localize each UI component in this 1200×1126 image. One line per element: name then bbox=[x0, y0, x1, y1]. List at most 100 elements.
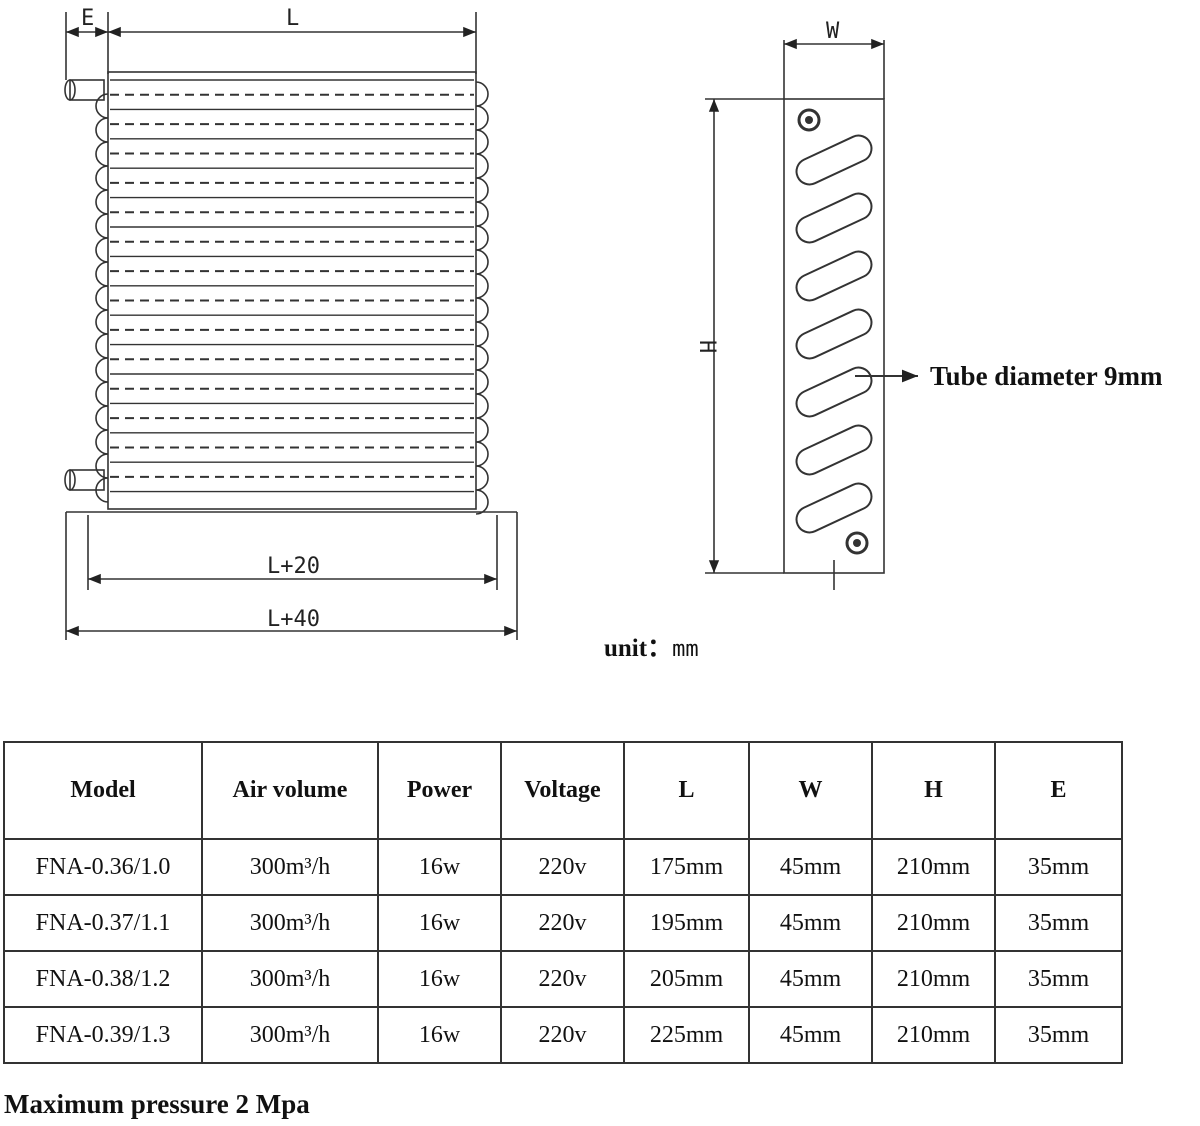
outlet-pipe-icon bbox=[64, 469, 105, 491]
tube-bend-left bbox=[95, 453, 109, 479]
tube-slot bbox=[795, 134, 873, 186]
table-cell: 225mm bbox=[623, 1006, 750, 1064]
tube-bend-right bbox=[475, 81, 489, 107]
table-cell: FNA-0.39/1.3 bbox=[3, 1006, 203, 1064]
table-cell: 16w bbox=[377, 894, 502, 952]
table-cell: 205mm bbox=[623, 950, 750, 1008]
tube-slot bbox=[795, 424, 873, 476]
table-cell: FNA-0.37/1.1 bbox=[3, 894, 203, 952]
tube-bend-right bbox=[475, 489, 489, 515]
front-view bbox=[64, 12, 518, 640]
tube-slot bbox=[795, 308, 873, 360]
tube-bend-left bbox=[95, 381, 109, 407]
dim-label-l: L bbox=[286, 6, 299, 31]
table-cell: 300m³/h bbox=[201, 838, 379, 896]
tube-bend-left bbox=[95, 429, 109, 455]
dim-label-l-plus-40: L+40 bbox=[267, 607, 320, 632]
tube-bend-left bbox=[95, 261, 109, 287]
table-cell: 45mm bbox=[748, 838, 873, 896]
tube-bend-right bbox=[475, 273, 489, 299]
tube-bend-right bbox=[475, 465, 489, 491]
tube-bend-right bbox=[475, 441, 489, 467]
tube-bend-right bbox=[475, 177, 489, 203]
tube-slot bbox=[795, 366, 873, 418]
column-header: Model bbox=[3, 741, 203, 840]
tube-bend-left bbox=[95, 309, 109, 335]
tube-bend-right bbox=[475, 153, 489, 179]
table-cell: 45mm bbox=[748, 1006, 873, 1064]
tube-bend-right bbox=[475, 369, 489, 395]
dim-label-h: H bbox=[694, 340, 719, 353]
tube-bend-left bbox=[95, 333, 109, 359]
pressure-note: Maximum pressure 2 Mpa bbox=[4, 1089, 310, 1119]
coil-body bbox=[64, 71, 489, 515]
column-header: Air volume bbox=[201, 741, 379, 840]
table-cell: 220v bbox=[500, 950, 625, 1008]
table-cell: 210mm bbox=[871, 950, 996, 1008]
tube-bend-left bbox=[95, 117, 109, 143]
tube-diameter-callout: Tube diameter 9mm bbox=[930, 361, 1163, 391]
table-cell: 300m³/h bbox=[201, 894, 379, 952]
table-cell: 210mm bbox=[871, 894, 996, 952]
column-header: Voltage bbox=[500, 741, 625, 840]
tube-bend-left bbox=[95, 237, 109, 263]
table-cell: 35mm bbox=[994, 1006, 1123, 1064]
tube-bend-left bbox=[95, 405, 109, 431]
table-cell: 300m³/h bbox=[201, 950, 379, 1008]
column-header: W bbox=[748, 741, 873, 840]
table-cell: 45mm bbox=[748, 894, 873, 952]
table-cell: 35mm bbox=[994, 950, 1123, 1008]
tube-bend-right bbox=[475, 225, 489, 251]
table-cell: 35mm bbox=[994, 838, 1123, 896]
unit-note: unit：mm bbox=[604, 628, 699, 664]
tube-bend-left bbox=[95, 357, 109, 383]
dim-label-w: W bbox=[826, 19, 840, 44]
tube-bend-right bbox=[475, 129, 489, 155]
unit-label: unit： bbox=[604, 635, 673, 662]
tube-bend-right bbox=[475, 393, 489, 419]
inlet-port-icon bbox=[797, 108, 821, 132]
dimension-lines bbox=[65, 12, 518, 640]
table-cell: 16w bbox=[377, 950, 502, 1008]
tube-bend-right bbox=[475, 201, 489, 227]
table-cell: 210mm bbox=[871, 1006, 996, 1064]
table-cell: 195mm bbox=[623, 894, 750, 952]
inlet-pipe-icon bbox=[64, 79, 105, 101]
column-header: H bbox=[871, 741, 996, 840]
table-cell: 45mm bbox=[748, 950, 873, 1008]
tube-bend-right bbox=[475, 345, 489, 371]
dim-label-e: E bbox=[81, 6, 94, 31]
tube-bend-right bbox=[475, 297, 489, 323]
side-plate bbox=[783, 98, 885, 574]
tube-slot bbox=[795, 250, 873, 302]
outlet-port-icon bbox=[845, 531, 869, 555]
tube-bend-right bbox=[475, 249, 489, 275]
tube-bend-left bbox=[95, 93, 109, 119]
tube-slot bbox=[795, 192, 873, 244]
unit-value: mm bbox=[672, 637, 699, 662]
tube-bend-right bbox=[475, 417, 489, 443]
table-cell: 220v bbox=[500, 838, 625, 896]
table-cell: 220v bbox=[500, 1006, 625, 1064]
tube-bend-right bbox=[475, 105, 489, 131]
tube-bend-left bbox=[95, 165, 109, 191]
tube-bend-left bbox=[95, 285, 109, 311]
heat-exchanger-drawing: E L L+20 L+40 W H Tube diameter 9mm bbox=[64, 6, 1163, 640]
tube-bend-left bbox=[95, 141, 109, 167]
column-header: Power bbox=[377, 741, 502, 840]
column-header: E bbox=[994, 741, 1123, 840]
table-cell: FNA-0.36/1.0 bbox=[3, 838, 203, 896]
dim-label-l-plus-20: L+20 bbox=[267, 554, 320, 579]
table-cell: 16w bbox=[377, 838, 502, 896]
side-view bbox=[705, 38, 918, 590]
table-cell: 210mm bbox=[871, 838, 996, 896]
table-cell: 220v bbox=[500, 894, 625, 952]
table-cell: 175mm bbox=[623, 838, 750, 896]
tube-bend-left bbox=[95, 189, 109, 215]
tube-bend-right bbox=[475, 321, 489, 347]
